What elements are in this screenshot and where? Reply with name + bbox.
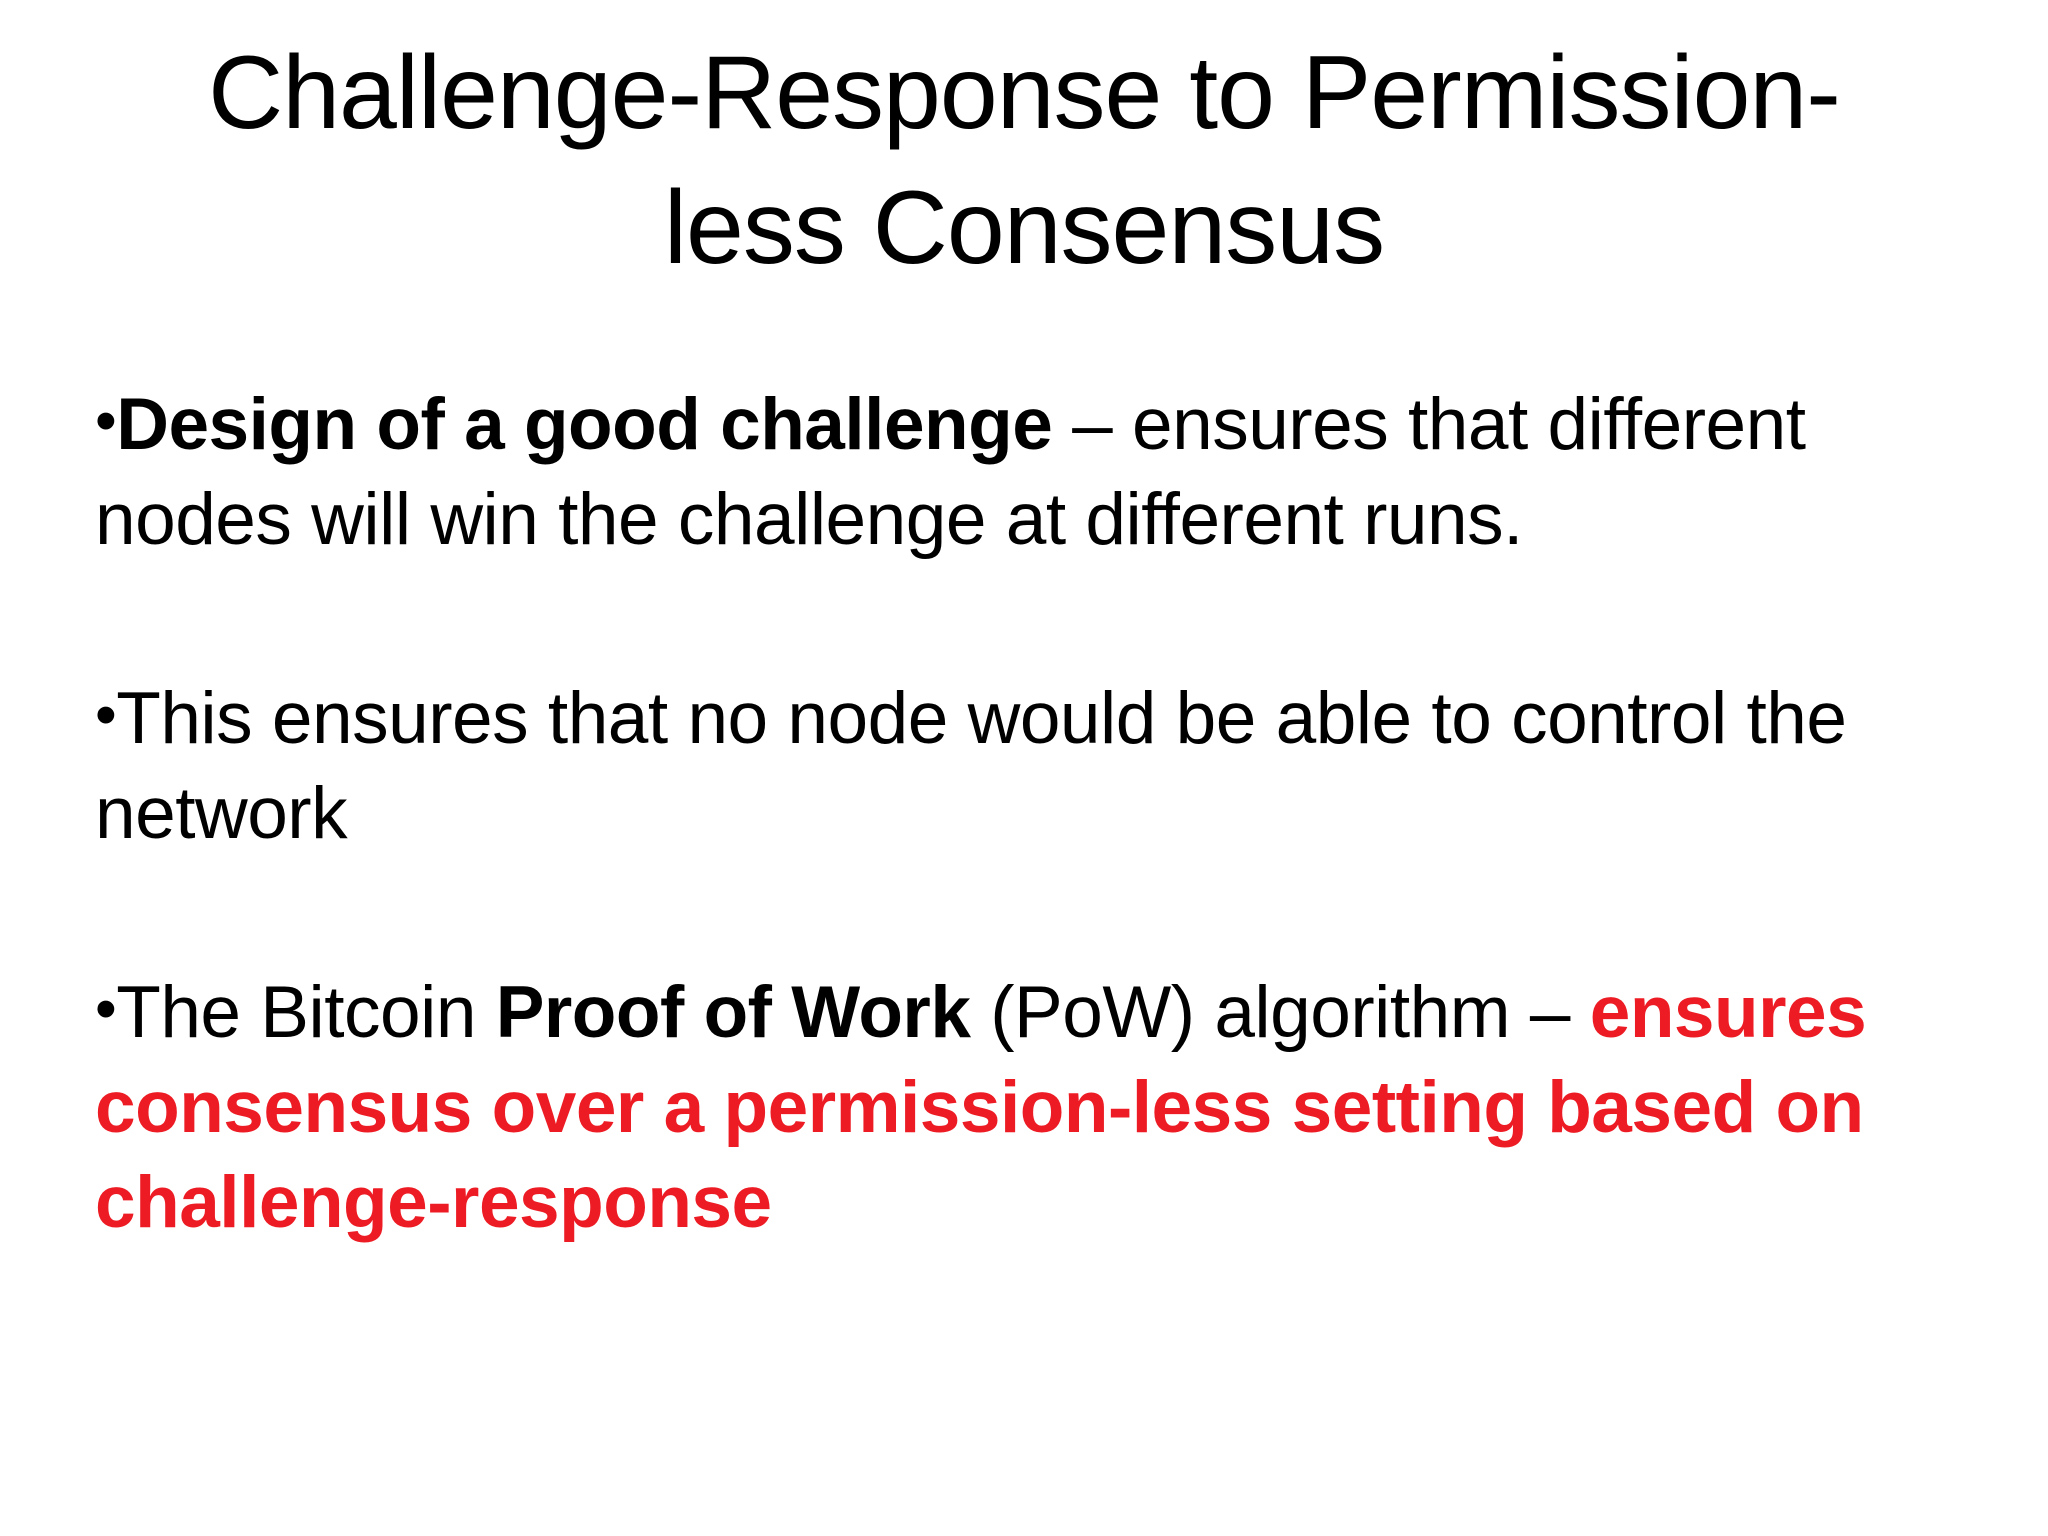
bullet-icon: • (95, 386, 117, 456)
bullet-item-1: •Design of a good challenge – ensures th… (95, 378, 1888, 568)
slide-title: Challenge-Response to Permission- less C… (40, 26, 2008, 296)
bullet-item-3: •The Bitcoin Proof of Work (PoW) algorit… (95, 966, 1888, 1251)
bullet-icon: • (95, 680, 117, 750)
bullet-text-1: Design of a good challenge – ensures tha… (95, 384, 1806, 560)
text-run: This ensures that no node would be able … (95, 678, 1847, 855)
bullet-text-2: This ensures that no node would be able … (95, 678, 1847, 855)
bullet-icon: • (95, 974, 117, 1044)
slide-body: •Design of a good challenge – ensures th… (95, 378, 1888, 1250)
text-run: (PoW) algorithm – (970, 971, 1590, 1053)
text-run: – ensures that different nodes will win … (95, 384, 1806, 561)
title-line-2: less Consensus (663, 170, 1385, 287)
bullet-text-3: The Bitcoin Proof of Work (PoW) algorith… (95, 971, 1867, 1243)
text-run: The Bitcoin (116, 971, 496, 1053)
text-run: ensures consensus over a permission-less… (95, 971, 1867, 1243)
bullet-item-2: •This ensures that no node would be able… (95, 672, 1888, 862)
title-line-1: Challenge-Response to Permission- (208, 35, 1841, 151)
text-run: Proof of Work (495, 971, 971, 1053)
text-run: Design of a good challenge (116, 384, 1053, 466)
